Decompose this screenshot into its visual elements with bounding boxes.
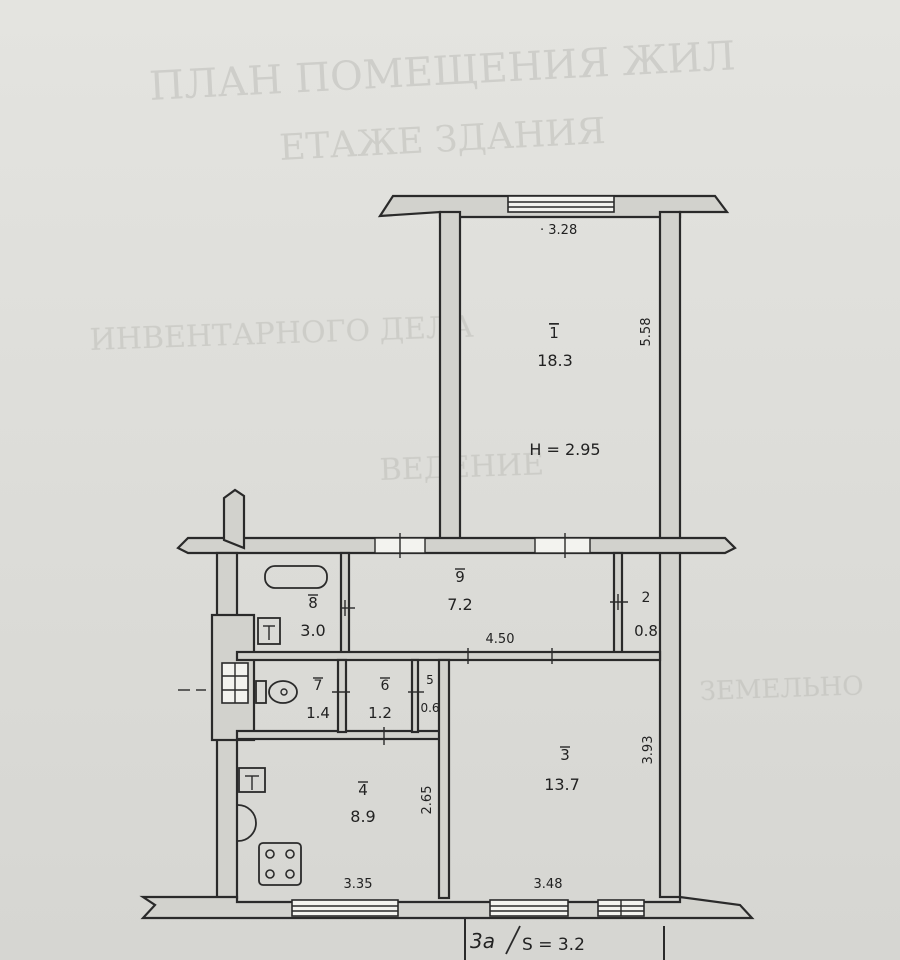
- room2-number: 2: [642, 590, 651, 606]
- wall-corridor-bottom: [235, 650, 662, 662]
- room8-number: 8: [308, 594, 318, 612]
- sink-icon: [257, 617, 281, 645]
- bottom-wall: [139, 895, 755, 920]
- room3-area: 13.7: [544, 775, 580, 794]
- svg-text:ИНВЕНТАРНОГО ДЕЛА: ИНВЕНТАРНОГО ДЕЛА: [89, 310, 474, 358]
- left-protrusion-wall: [222, 488, 246, 550]
- room4-area: 8.9: [350, 807, 375, 826]
- svg-text:ЗЕМЕЛЬНО: ЗЕМЕЛЬНО: [699, 671, 864, 707]
- dim-room4-width: 3.35: [344, 877, 373, 892]
- svg-text:ВЕДЕНИЕ: ВЕДЕНИЕ: [379, 447, 545, 488]
- dim-room4-length: 2.65: [420, 786, 435, 815]
- svg-text:ПЛАН ПОМЕЩЕНИЯ ЖИЛ: ПЛАН ПОМЕЩЕНИЯ ЖИЛ: [148, 33, 736, 110]
- bathtub-icon: [264, 565, 328, 589]
- stove-icon: [258, 842, 302, 886]
- dim-room3-width: 3.48: [534, 877, 563, 892]
- toilet-icon: [255, 680, 298, 704]
- room5-area: 0.6: [420, 701, 439, 715]
- window-room3: [489, 899, 569, 917]
- room7-number: 7: [314, 678, 323, 694]
- right-wall-east: [658, 210, 682, 899]
- middle-wall-opening-2: [534, 537, 591, 554]
- room6-area: 1.2: [368, 704, 392, 722]
- wall-6-5: [410, 658, 420, 734]
- bleed-through-text: ПЛАН ПОМЕЩЕНИЯ ЖИЛ ЕТАЖЕ ЗДАНИЯ ИНВЕНТАР…: [89, 33, 864, 707]
- svg-text:ЕТАЖЕ ЗДАНИЯ: ЕТАЖЕ ЗДАНИЯ: [278, 111, 606, 169]
- door-marks: [332, 533, 628, 745]
- room1-number: 1: [549, 324, 559, 342]
- room2-area: 0.8: [634, 622, 658, 640]
- room6-number: 6: [381, 678, 390, 694]
- dim-room1-width: · 3.28: [540, 223, 577, 238]
- dim-room1-length: 5.58: [639, 318, 654, 347]
- room9-number: 9: [455, 568, 465, 586]
- window-room4: [291, 899, 399, 917]
- middle-wall: [176, 536, 737, 555]
- wall-room3-west: [437, 658, 451, 900]
- room5-number: 5: [426, 673, 434, 687]
- wall-7-6: [336, 658, 348, 734]
- window-room1: [507, 195, 615, 213]
- room3-number: 3: [560, 746, 570, 764]
- room8-area: 3.0: [300, 621, 325, 640]
- balcony-slash: [505, 925, 521, 955]
- room4-number: 4: [358, 781, 368, 799]
- room7-area: 1.4: [306, 704, 330, 722]
- dim-room3-length: 3.93: [641, 736, 656, 765]
- room1-area: 18.3: [537, 351, 573, 370]
- gas-riser-icon: [237, 804, 257, 842]
- ceiling-height: H = 2.95: [529, 440, 600, 459]
- kitchen-sink-icon: [238, 767, 266, 793]
- balcony-label: 3a: [470, 929, 495, 953]
- room9-area: 7.2: [447, 595, 472, 614]
- dim-corridor-length: 4.50: [486, 632, 515, 647]
- left-wall-room1: [438, 210, 462, 544]
- balcony-area: S = 3.2: [522, 935, 585, 955]
